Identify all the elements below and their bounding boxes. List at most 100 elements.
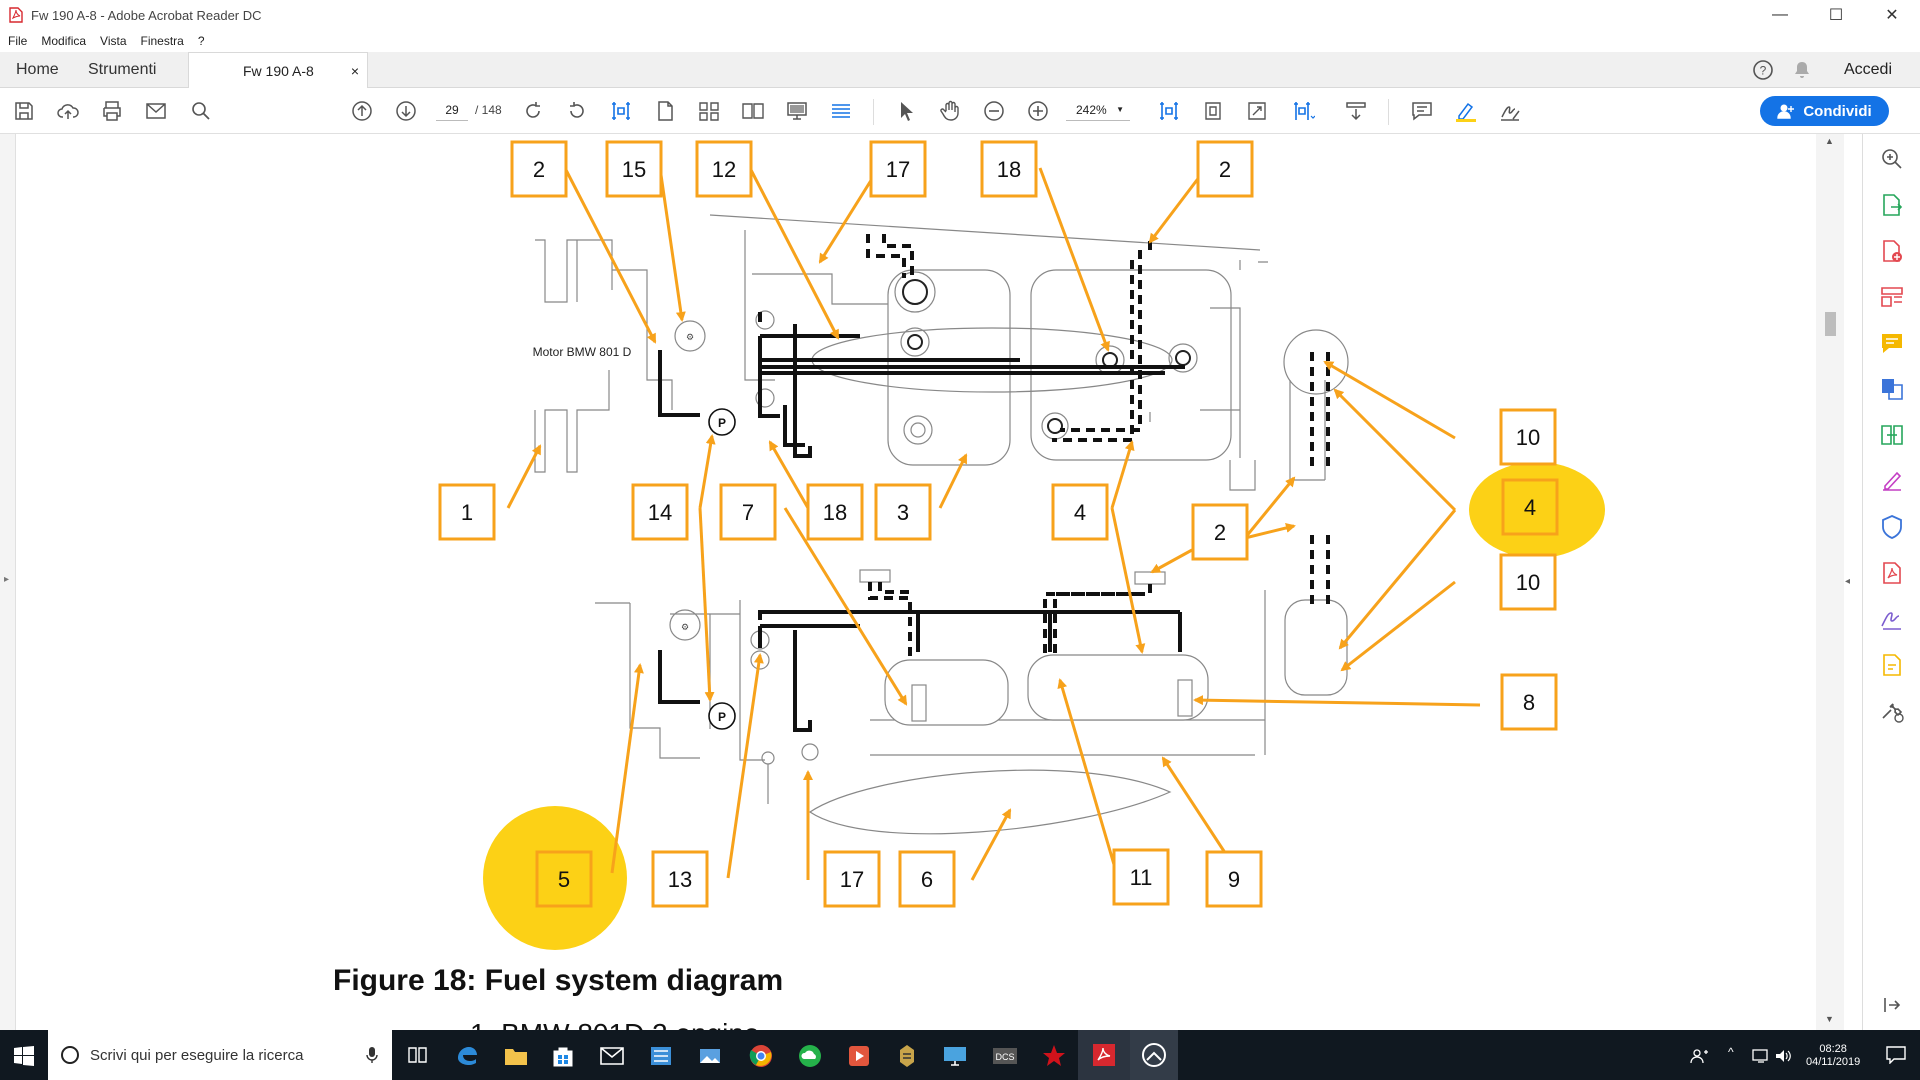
combine-files-icon[interactable] [1879,376,1905,402]
share-button[interactable]: Condividi [1760,96,1889,126]
edge-icon[interactable] [455,1044,479,1068]
signin-link[interactable]: Accedi [1843,61,1892,78]
acrobat-taskbar-icon [1093,1044,1115,1066]
menu-file[interactable]: File [8,34,28,48]
rotate-counterclockwise-icon[interactable] [563,97,591,125]
zoom-out-icon[interactable] [980,97,1008,125]
presentation-icon[interactable] [783,97,811,125]
network-icon[interactable] [1752,1048,1770,1064]
full-screen-icon[interactable] [1243,97,1271,125]
protect-icon[interactable] [1879,514,1905,540]
callout-box: 6 [898,850,956,908]
game-app-icon[interactable] [898,1044,916,1068]
organize-pages-icon[interactable] [1879,422,1905,448]
left-panel-toggle[interactable]: ▸ [0,134,16,1030]
zoom-in-icon[interactable] [1024,97,1052,125]
export-pdf-icon[interactable] [1879,192,1905,218]
pdf-file-icon[interactable] [1879,560,1905,586]
reading-mode-icon[interactable] [827,97,855,125]
windows-start-icon[interactable] [14,1046,34,1066]
remote-desktop-icon[interactable] [942,1045,968,1067]
menu-modifica[interactable]: Modifica [41,34,87,48]
create-pdf-icon[interactable] [1879,238,1905,264]
comment-tool-icon[interactable] [1879,330,1905,356]
tab-tools[interactable]: Strumenti [88,61,157,78]
cortana-icon [61,1046,79,1064]
print-icon[interactable] [98,97,126,125]
callout-label: 8 [1523,690,1535,715]
add-user-icon [1777,104,1795,119]
email-icon[interactable] [142,97,170,125]
callout-box: 10 [1499,553,1557,611]
fill-sign-icon[interactable] [1879,468,1905,494]
collapse-right-panel-icon[interactable]: ◂ [1845,576,1851,587]
single-page-icon[interactable] [651,97,679,125]
tray-clock[interactable]: 08:28 04/11/2019 [1806,1043,1860,1069]
upload-cloud-icon[interactable] [54,97,82,125]
calculator-app-icon[interactable] [650,1045,672,1067]
people-icon[interactable] [1690,1048,1710,1064]
sign-tool-icon[interactable] [1879,606,1905,632]
hand-tool-icon[interactable] [936,97,964,125]
bell-icon[interactable] [1792,60,1812,80]
chrome-icon[interactable] [749,1044,773,1068]
callout-label: 4 [1074,500,1086,525]
callout-label: 4 [1524,495,1536,520]
svg-text:⚙: ⚙ [681,622,689,632]
fit-width-icon[interactable] [1155,97,1183,125]
help-icon[interactable]: ? [1752,59,1774,81]
tab-document[interactable]: Fw 190 A-8 × [188,52,368,89]
mail-icon[interactable] [600,1047,624,1065]
minimize-button[interactable]: — [1772,6,1788,23]
comment-icon[interactable] [1408,97,1436,125]
notifications-icon[interactable] [1886,1046,1906,1064]
store-icon[interactable] [552,1045,574,1067]
fit-page-icon[interactable] [607,97,635,125]
zoom-level-select[interactable]: 242%▼ [1066,99,1130,121]
zoom-search-icon[interactable] [1879,146,1905,172]
rotate-clockwise-icon[interactable] [519,97,547,125]
taskbar-acrobat-active[interactable] [1078,1030,1130,1080]
menu-help[interactable]: ? [197,34,205,48]
volume-icon[interactable] [1774,1048,1792,1064]
menu-vista[interactable]: Vista [100,34,127,48]
photos-icon[interactable] [698,1045,722,1067]
two-page-icon[interactable] [739,97,767,125]
sign-icon[interactable] [1496,97,1524,125]
dcs-app-icon[interactable]: DCS [992,1045,1018,1067]
tray-expand-icon[interactable]: ^ [1728,1045,1734,1059]
file-explorer-icon[interactable] [504,1046,528,1066]
scrollbar-thumb[interactable] [1825,312,1836,336]
page-down-icon[interactable] [392,97,420,125]
page-display-icon[interactable] [1289,97,1317,125]
close-window-button[interactable]: ✕ [1885,7,1899,24]
media-player-icon[interactable] [848,1045,870,1067]
callout-box: 17 [869,140,927,198]
microphone-icon[interactable] [366,1046,378,1064]
vertical-scrollbar[interactable]: ▲ ▼ [1816,134,1844,1030]
maximize-button[interactable]: ☐ [1828,7,1844,24]
tab-close-icon[interactable]: × [350,63,359,79]
taskbar-search[interactable]: Scrivi qui per eseguire la ricerca [48,1030,392,1080]
search-icon[interactable] [187,97,215,125]
menu-finestra[interactable]: Finestra [140,34,184,48]
task-view-icon[interactable] [408,1046,428,1064]
save-icon[interactable] [10,97,38,125]
scroll-down-icon[interactable]: ▼ [1825,1014,1834,1024]
fit-visible-icon[interactable] [1199,97,1227,125]
more-tools-icon[interactable] [1879,698,1905,724]
scroll-up-icon[interactable]: ▲ [1825,136,1834,146]
download-icon[interactable] [1342,97,1370,125]
highlight-icon[interactable] [1452,97,1480,125]
scrolling-pages-icon[interactable] [695,97,723,125]
send-for-comments-icon[interactable] [1879,652,1905,678]
taskbar-snip-active[interactable] [1130,1030,1178,1080]
collapse-panel-icon[interactable] [1879,992,1905,1018]
tab-home[interactable]: Home [16,61,59,78]
cloud-sync-icon[interactable] [797,1044,823,1068]
select-cursor-icon[interactable] [892,97,920,125]
edit-pdf-icon[interactable] [1879,284,1905,310]
page-up-icon[interactable] [348,97,376,125]
page-number-input[interactable]: 29 [436,99,468,121]
star-app-icon[interactable] [1042,1044,1066,1068]
